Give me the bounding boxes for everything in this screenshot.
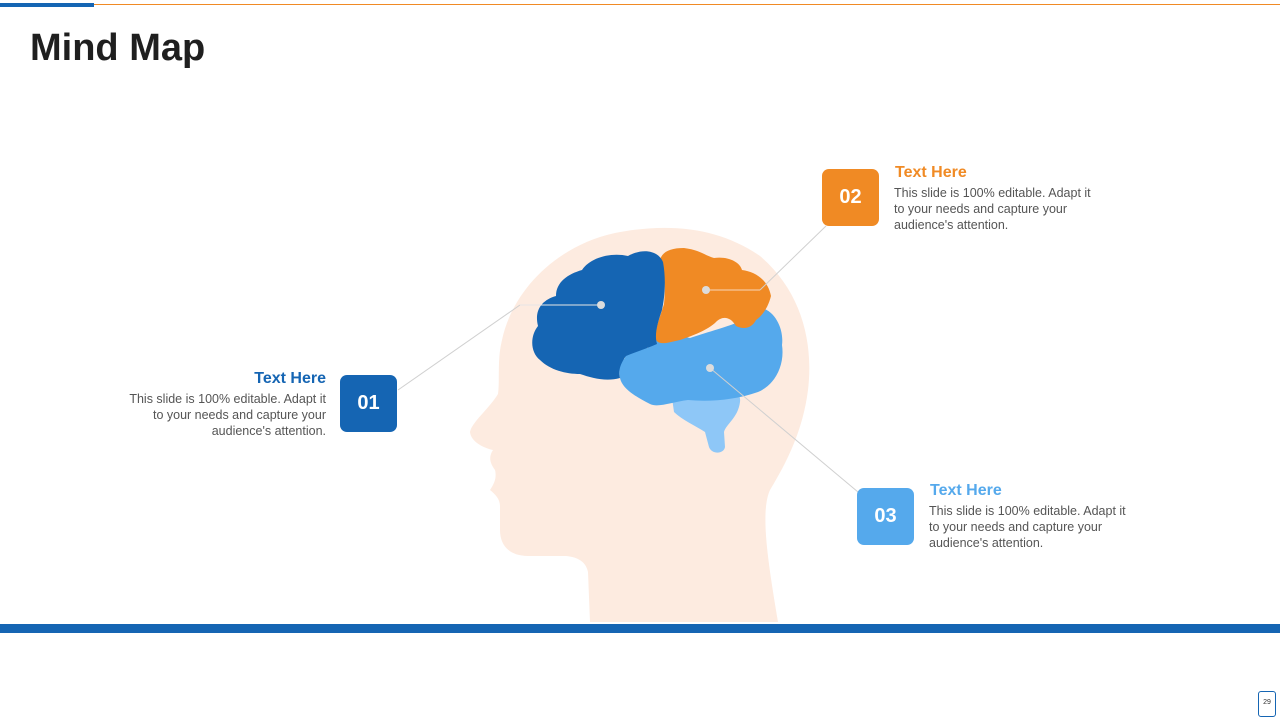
badge-02-number: 02 bbox=[839, 186, 862, 208]
badge-01: 01 bbox=[340, 375, 397, 432]
item-01-title: Text Here bbox=[254, 370, 326, 387]
connector-dot-02 bbox=[702, 286, 710, 294]
page-number: 29 bbox=[1258, 691, 1276, 717]
brain-lobe-light-blue bbox=[619, 307, 783, 406]
connector-dot-03 bbox=[706, 364, 714, 372]
badge-03-number: 03 bbox=[874, 505, 897, 527]
item-01-body: This slide is 100% editable. Adapt it to… bbox=[129, 392, 326, 438]
top-rule-accent bbox=[0, 3, 94, 7]
badge-01-number: 01 bbox=[357, 392, 380, 414]
top-rule bbox=[0, 4, 1280, 5]
connector-dot-01 bbox=[597, 301, 605, 309]
connector-line-01 bbox=[397, 304, 521, 391]
footer-band bbox=[0, 624, 1280, 633]
connector-line-03 bbox=[709, 367, 859, 493]
item-02-body: This slide is 100% editable. Adapt it to… bbox=[894, 186, 1091, 232]
brain-lobe-orange bbox=[655, 248, 771, 344]
connector-line-02 bbox=[759, 225, 827, 291]
item-03-title: Text Here bbox=[930, 482, 1002, 499]
badge-02: 02 bbox=[822, 169, 879, 226]
badge-03: 03 bbox=[857, 488, 914, 545]
slide-title: Mind Map bbox=[30, 27, 206, 69]
item-03-body: This slide is 100% editable. Adapt it to… bbox=[929, 504, 1126, 550]
item-02-title: Text Here bbox=[895, 164, 967, 181]
brain-lobe-dark-blue bbox=[532, 251, 665, 380]
